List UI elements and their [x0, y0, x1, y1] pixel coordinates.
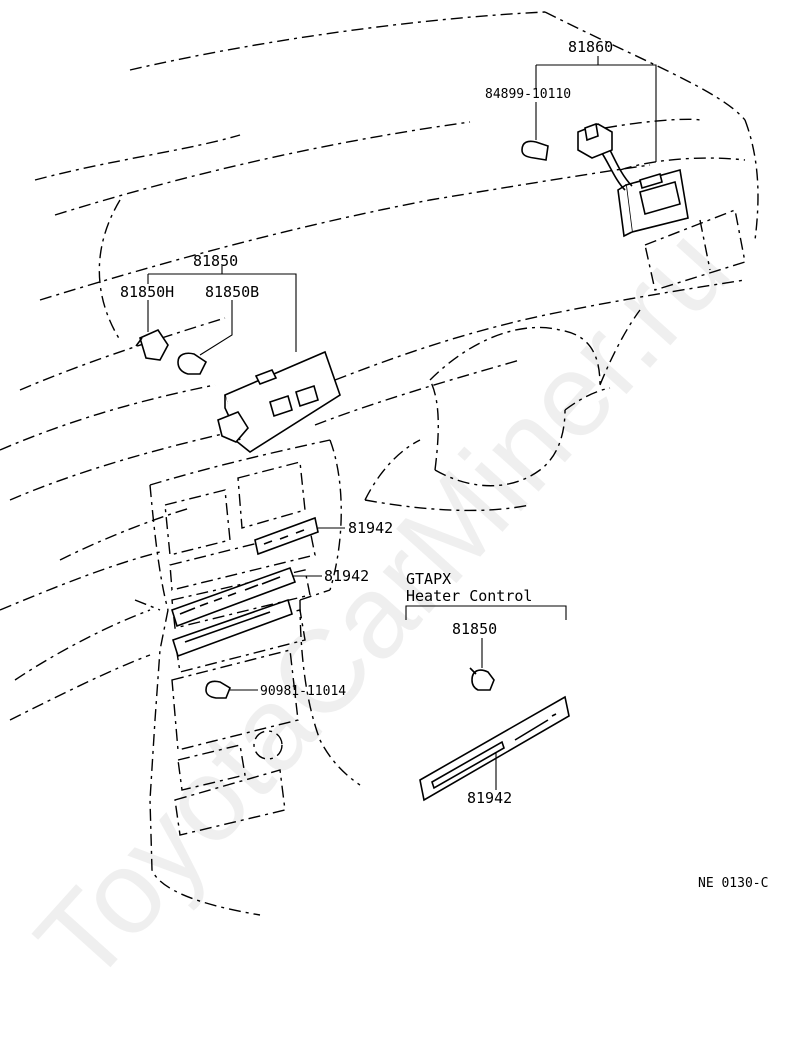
inset-callout-81942: 81942: [467, 789, 512, 807]
leaders-81850: [147, 266, 297, 356]
callout-81850b: 81850B: [205, 283, 259, 301]
inset-variant: GTAPX: [406, 570, 451, 588]
watermark: ToyotaCarMiner.ru: [11, 203, 754, 1008]
leaders-81942: [230, 527, 345, 691]
center-panels-81942: [171, 516, 319, 699]
inset-callout-81850: 81850: [452, 620, 497, 638]
callout-81860: 81860: [568, 38, 613, 56]
inset-title: Heater Control: [406, 587, 532, 605]
callout-81850: 81850: [193, 252, 238, 270]
callout-81942-upper: 81942: [348, 519, 393, 537]
leaders-81860: [535, 56, 657, 162]
switch-assembly-81860: [521, 122, 689, 238]
gauge-switch-81850: [135, 328, 341, 453]
inset-heater-control: [405, 605, 570, 802]
callout-90981-11014: 90981-11014: [260, 684, 346, 699]
dashboard-outline: [0, 11, 759, 916]
callout-81942-lower: 81942: [324, 567, 369, 585]
callout-81850h: 81850H: [120, 283, 174, 301]
callout-84899-10110: 84899-10110: [485, 87, 571, 102]
diagram-code: NE 0130-C: [698, 876, 768, 891]
